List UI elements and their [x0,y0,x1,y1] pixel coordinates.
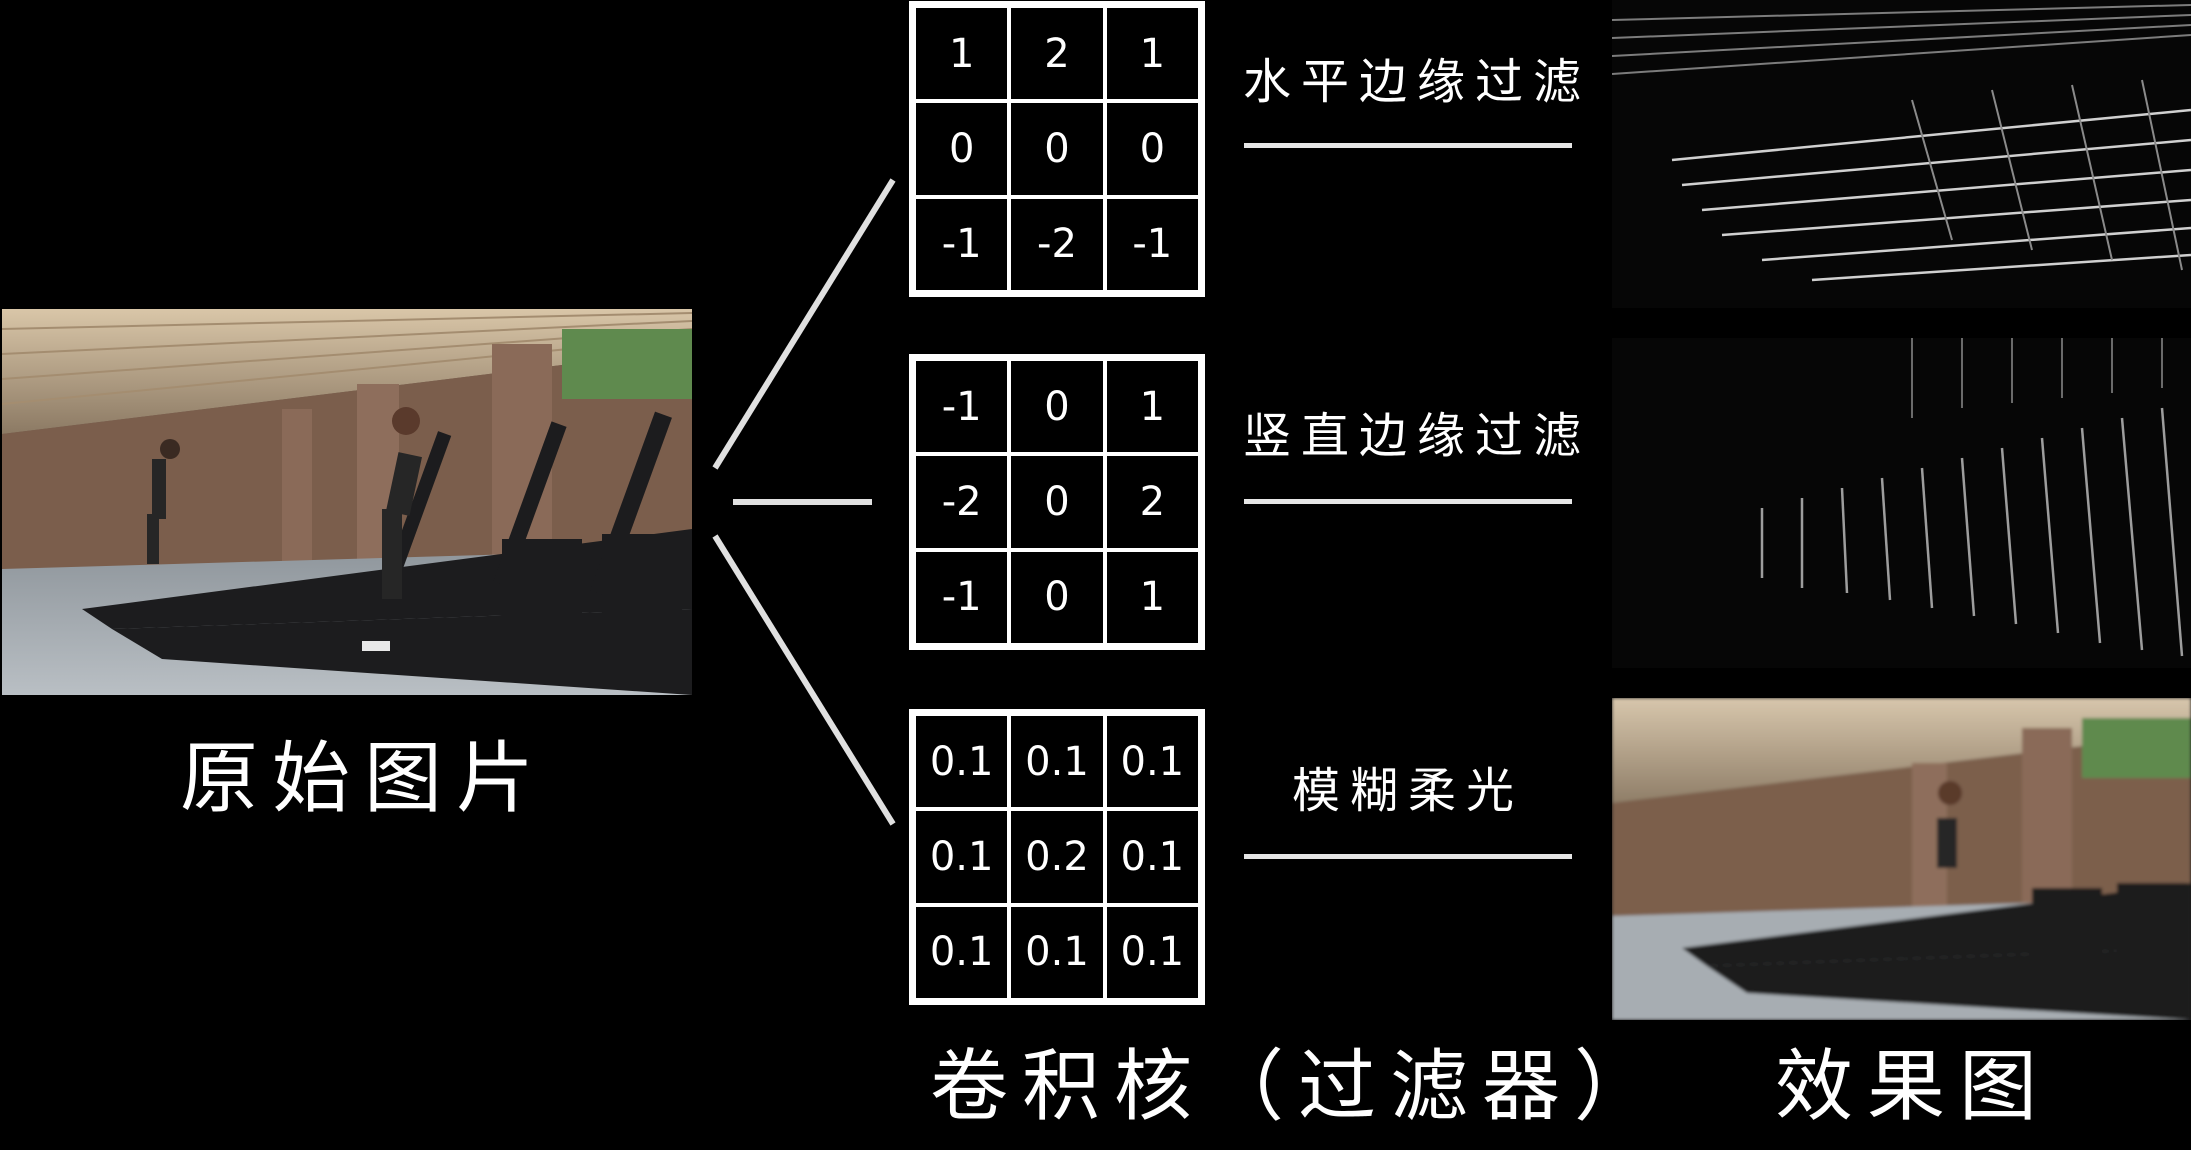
kernel-cell: 1 [1104,549,1200,645]
kernel-cell: 0.2 [1009,809,1105,905]
filter-name-vertical: 竖直边缘过滤 [1243,408,1592,464]
kernel-cell: 2 [1104,454,1200,550]
kernel-cell: 0 [1009,454,1105,550]
kernel-cell: -1 [914,549,1010,645]
filter-underline-vertical [1244,499,1572,504]
kernel-cell: 0 [1104,101,1200,197]
kernel-horizontal-edge: 1 2 1 0 0 0 -1 -2 -1 [909,1,1205,297]
kernel-cell: 0.1 [1104,714,1200,810]
kernel-cell: 0.1 [1104,904,1200,1000]
result-vertical-edge-image [1612,338,2191,668]
filter-underline-horizontal [1244,143,1572,148]
kernel-cell: 0.1 [914,904,1010,1000]
kernel-cell: -2 [914,454,1010,550]
kernel-vertical-edge: -1 0 1 -2 0 2 -1 0 1 [909,354,1205,650]
filter-underline-blur [1244,854,1572,859]
results-caption: 效果图 [1775,1042,2052,1132]
kernel-cell: 1 [1104,6,1200,102]
kernel-cell: 0 [1009,549,1105,645]
kernel-cell: 0.1 [1104,809,1200,905]
kernel-cell: -2 [1009,196,1105,292]
connector-top [712,178,896,470]
kernel-cell: -1 [1104,196,1200,292]
original-image-caption: 原始图片 [180,734,549,824]
filter-name-blur: 模糊柔光 [1291,763,1524,819]
kernel-cell: 0.1 [914,809,1010,905]
kernel-cell: 0 [1009,359,1105,455]
kernel-cell: 1 [914,6,1010,102]
kernel-cell: 0.1 [1009,714,1105,810]
connector-bottom [712,534,896,826]
kernel-cell: -1 [914,359,1010,455]
kernel-cell: 0 [1009,101,1105,197]
kernel-blur: 0.1 0.1 0.1 0.1 0.2 0.1 0.1 0.1 0.1 [909,709,1205,1005]
result-horizontal-edge-image [1612,0,2191,308]
kernel-cell: 0 [914,101,1010,197]
kernels-caption: 卷积核（过滤器） [930,1042,1667,1132]
original-image [2,309,692,695]
kernel-cell: 0.1 [1009,904,1105,1000]
kernel-cell: 0.1 [914,714,1010,810]
result-blur-image [1612,698,2191,1020]
kernel-cell: -1 [914,196,1010,292]
filter-name-horizontal: 水平边缘过滤 [1243,54,1592,110]
kernel-cell: 2 [1009,6,1105,102]
kernel-cell: 1 [1104,359,1200,455]
